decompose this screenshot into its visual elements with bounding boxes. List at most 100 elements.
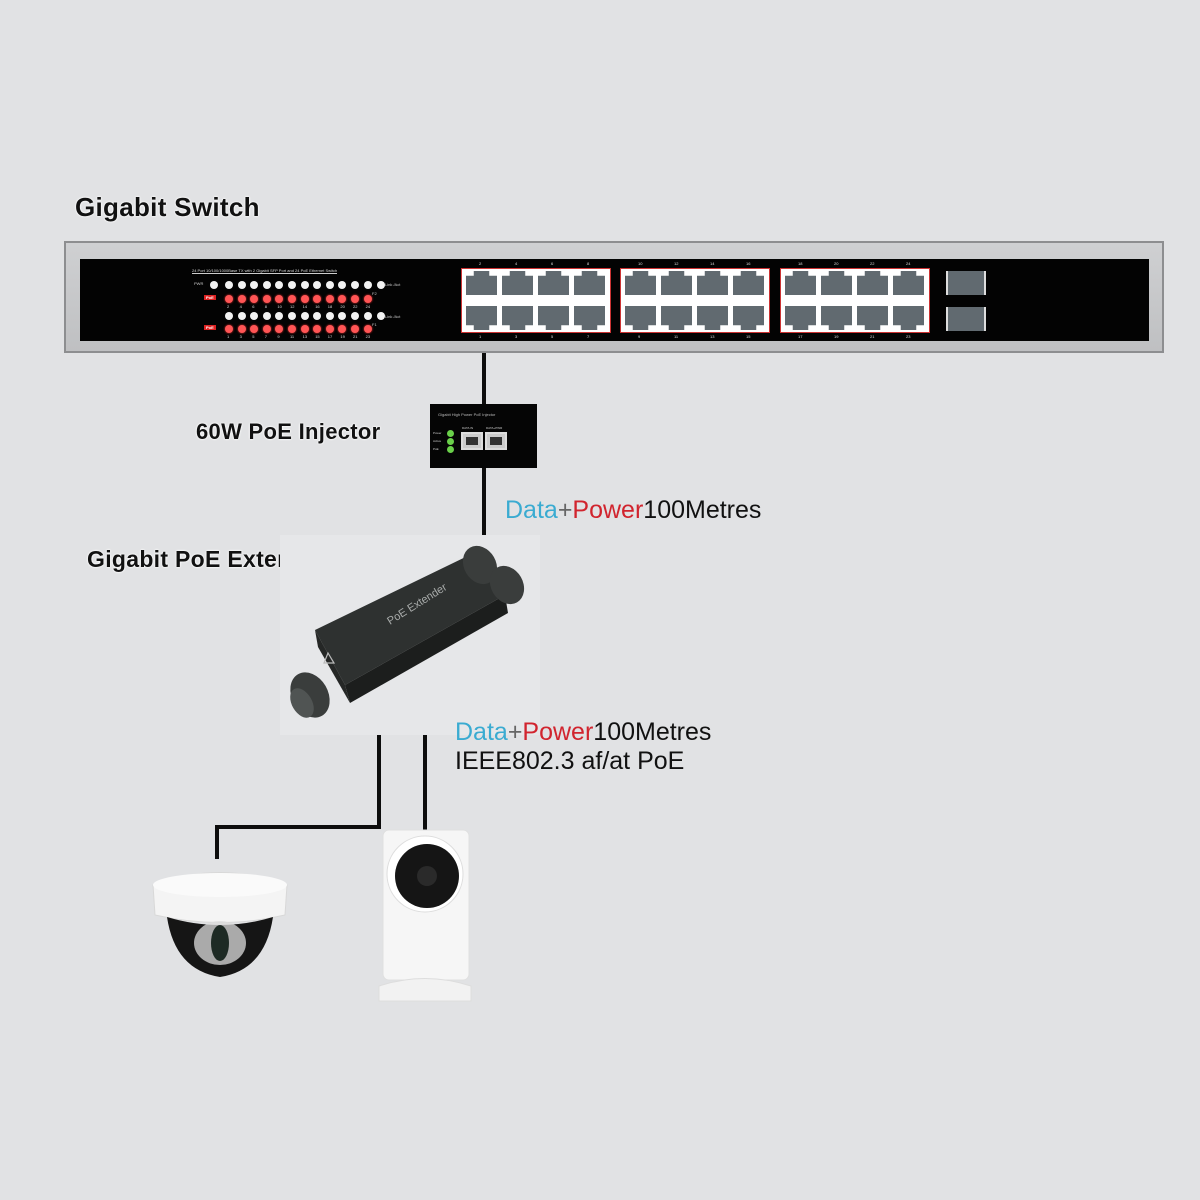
link-led <box>325 312 334 320</box>
poe-tag-bottom: PoE <box>204 325 216 330</box>
link-led <box>262 312 271 320</box>
poe-injector: Gigabit High Power PoE Injector Power Ac… <box>430 404 537 468</box>
link-led <box>250 312 259 320</box>
caption1-data: Data <box>505 496 558 524</box>
port-number: 18 <box>798 261 803 266</box>
poe-tag-top: PoE <box>204 295 216 300</box>
extender-body <box>315 550 505 685</box>
poe-led <box>275 325 284 333</box>
led-number: 17 <box>327 334 333 339</box>
poe-led <box>351 295 359 303</box>
cable-gland-right-top <box>462 545 498 585</box>
switch-front-panel: 24 Port 10/100/1000Base TX with 2 Gigabi… <box>80 259 1149 341</box>
poe-standard-caption: IEEE802.3 af/at PoE <box>455 747 685 775</box>
led-number: 7 <box>264 334 268 339</box>
poe-led <box>338 295 347 303</box>
led-number: 11 <box>290 334 295 339</box>
port-number: 4 <box>515 261 518 266</box>
port-number: 15 <box>746 334 751 339</box>
port-number: 6 <box>551 261 554 266</box>
injector-led-label-poe: PoE <box>433 447 439 451</box>
led-number: 5 <box>252 334 255 339</box>
pwr-label: PWR <box>194 281 204 286</box>
led-number: 22 <box>353 304 358 309</box>
poe-led <box>300 325 309 333</box>
cable-dome-drop <box>215 825 219 859</box>
poe-led <box>338 325 347 333</box>
port-number: 19 <box>834 334 839 339</box>
caption2-plus: + <box>507 718 523 746</box>
poe-led <box>313 325 322 333</box>
port-number: 1 <box>479 334 482 339</box>
sfp-port-2[interactable] <box>946 307 986 331</box>
poe-led <box>225 325 233 333</box>
cube-lens-center <box>417 866 437 886</box>
poe-led <box>262 295 271 303</box>
led-number: 13 <box>302 334 308 339</box>
link-led <box>325 281 334 289</box>
link-led <box>275 312 284 320</box>
port-number: 10 <box>638 261 643 266</box>
cable-switch-injector <box>482 352 486 406</box>
link-caption-1: Data+Power100Metres <box>505 496 761 525</box>
cable-dome-horizontal <box>215 825 381 829</box>
injector-led-power <box>447 430 454 437</box>
link-led <box>313 281 322 289</box>
port-number: 16 <box>746 261 751 266</box>
link-led <box>338 312 347 320</box>
port-number: 13 <box>710 334 715 339</box>
sfp-label-f1: F1 <box>372 322 377 327</box>
link-led <box>225 281 233 289</box>
poe-led <box>288 295 296 303</box>
port-number: 12 <box>674 261 679 266</box>
link-led <box>225 312 233 320</box>
led-number: 23 <box>365 334 371 339</box>
caption1-distance: 100Metres <box>643 496 762 524</box>
port-number: 8 <box>587 261 590 266</box>
link-led <box>262 281 271 289</box>
sfp-link-led <box>377 312 386 320</box>
poe-led <box>363 325 372 333</box>
extender-logo-icon <box>323 651 336 664</box>
link-led <box>363 312 372 320</box>
extender-side <box>345 595 508 703</box>
port-number: 3 <box>515 334 518 339</box>
injector-led-label-power: Power <box>433 431 442 435</box>
link-act-label-f2: Link /Act <box>385 282 401 287</box>
switch-panel-title: 24 Port 10/100/1000Base TX with 2 Gigabi… <box>192 268 338 274</box>
led-number: 12 <box>290 304 295 309</box>
injector-port-data-in <box>461 432 483 450</box>
cable-injector-extender <box>482 467 486 557</box>
dome-camera <box>152 872 288 977</box>
led-number: 6 <box>252 304 255 309</box>
link-led <box>237 281 246 289</box>
poe-led <box>325 325 334 333</box>
poe-led <box>250 325 259 333</box>
link-led <box>288 281 296 289</box>
injector-port-label-in: DATA IN <box>462 426 474 430</box>
port-number: 23 <box>906 334 911 339</box>
led-number: 1 <box>227 334 230 339</box>
led-number: 15 <box>315 334 320 339</box>
injector-led-poe <box>447 446 454 453</box>
led-number: 3 <box>239 334 242 339</box>
poe-led <box>288 325 296 333</box>
led-number: 20 <box>340 304 345 309</box>
link-act-label-f1: Link /Act <box>385 314 401 319</box>
poe-led <box>363 295 372 303</box>
poe-led <box>351 325 359 333</box>
sfp-port-1[interactable] <box>946 271 986 295</box>
cable-gland-right-bottom <box>489 565 525 605</box>
led-number: 9 <box>277 334 280 339</box>
injector-led-label-active: Active <box>433 439 442 443</box>
link-led <box>313 312 322 320</box>
port-number: 17 <box>798 334 803 339</box>
power-led <box>210 281 218 289</box>
injector-label: 60W PoE Injector <box>196 419 381 444</box>
led-number: 4 <box>239 304 242 309</box>
poe-led <box>225 295 233 303</box>
sfp-label-f2: F2 <box>372 291 377 296</box>
poe-led <box>325 295 334 303</box>
led-number: 14 <box>302 304 308 309</box>
caption2-distance: 100Metres <box>593 718 712 746</box>
